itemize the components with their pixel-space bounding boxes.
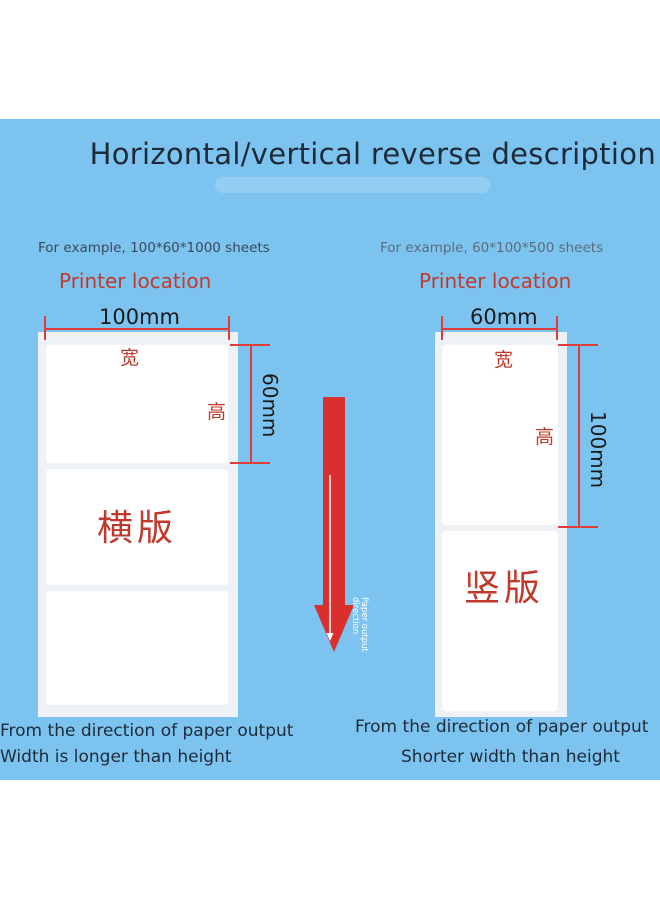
left-width-line: [44, 328, 230, 330]
left-label-3: [46, 591, 228, 705]
left-caption-line2: Width is longer than height: [0, 747, 232, 767]
right-caption-line1: From the direction of paper output: [355, 717, 649, 737]
left-label-2: [46, 469, 228, 585]
right-example-text: For example, 60*100*500 sheets: [380, 240, 604, 256]
right-height-dimension: 100mm: [586, 411, 610, 489]
left-label-1: [46, 345, 228, 463]
right-height-line: [578, 344, 580, 528]
left-height-char: 高: [207, 401, 227, 423]
right-height-char: 高: [535, 426, 555, 448]
right-width-dimension: 60mm: [470, 305, 538, 329]
left-orientation-label: 横版: [97, 508, 178, 549]
right-caption-line2: Shorter width than height: [401, 747, 620, 767]
left-caption-line1: From the direction of paper output: [0, 721, 294, 741]
paper-output-arrow-icon: [314, 397, 354, 652]
right-label-2: [442, 531, 558, 711]
right-label-1: [442, 345, 558, 525]
paper-output-direction-label: Paper output direction: [318, 597, 369, 652]
left-example-text: For example, 100*60*1000 sheets: [38, 240, 270, 256]
left-height-line: [250, 344, 252, 464]
arrow-label-line1: Paper output: [359, 597, 369, 652]
arrow-label-line2: direction: [350, 597, 360, 635]
right-printer-location: Printer location: [419, 269, 572, 293]
left-height-dimension: 60mm: [258, 373, 282, 438]
page-title: Horizontal/vertical reverse description: [89, 137, 656, 171]
left-width-dimension: 100mm: [99, 305, 180, 329]
diagram-panel: Horizontal/vertical reverse description …: [0, 119, 660, 780]
right-orientation-label: 竖版: [464, 568, 545, 609]
left-printer-location: Printer location: [59, 269, 212, 293]
title-underline-glow: [215, 177, 490, 193]
right-width-line: [441, 328, 558, 330]
right-width-char: 宽: [494, 349, 514, 371]
left-width-char: 宽: [120, 347, 140, 369]
